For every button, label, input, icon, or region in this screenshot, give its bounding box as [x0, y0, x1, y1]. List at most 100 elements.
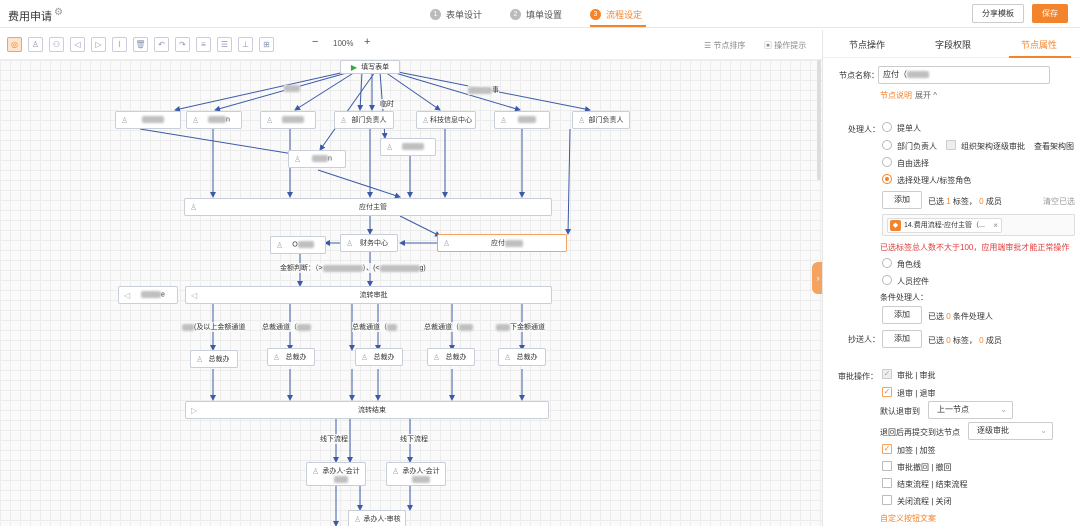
node-label: 填写表单	[361, 64, 390, 71]
merge-node-icon[interactable]: ▷	[91, 37, 106, 52]
canvas-scrollbar[interactable]	[817, 60, 821, 180]
radio-free-select[interactable]	[882, 157, 892, 167]
radio-person-control[interactable]	[882, 275, 892, 285]
zoom-in-button[interactable]: +	[364, 36, 371, 48]
chevron-down-icon: ⌄	[1040, 426, 1047, 435]
flow-node-gm[interactable]: ♙总裁办	[267, 348, 315, 366]
redacted-text	[141, 291, 162, 299]
checkbox-org-level[interactable]	[946, 140, 956, 150]
handler-label: 处理人：	[848, 125, 880, 134]
person-icon: ♙	[266, 116, 274, 125]
flow-node-gm[interactable]: ♙总裁办	[427, 348, 475, 366]
radio-dept-head[interactable]	[882, 140, 892, 150]
tab-node-operations[interactable]: 节点操作	[849, 40, 886, 50]
clear-selected-link[interactable]: 清空已选	[1043, 197, 1075, 206]
panel-collapse-handle[interactable]: ›	[812, 262, 824, 294]
flow-node-dept-head-2[interactable]: ♙部门负责人	[572, 111, 630, 129]
node-sort-button[interactable]: ☰ 节点排序	[704, 41, 746, 50]
flow-node-ap-supervisor[interactable]: ♙应付主管	[184, 198, 552, 216]
flow-node[interactable]: ♙n	[186, 111, 242, 129]
edge-label-text: g)	[419, 265, 426, 272]
operation-tips-button[interactable]: ▣ 操作提示	[764, 41, 807, 50]
redo-icon[interactable]: ↷	[175, 37, 190, 52]
default-return-select[interactable]: 上一节点⌄	[928, 401, 1013, 419]
flow-node[interactable]: ♙	[380, 138, 436, 156]
checkbox-close-flow[interactable]	[882, 495, 892, 505]
flow-node[interactable]: ♙	[115, 111, 181, 129]
distribute-icon[interactable]: ⊞	[259, 37, 274, 52]
top-header: 费用申请 ⚙ 1 表单设计 2 填单设置 3 流程设定 分享模板 保存	[0, 0, 1080, 28]
redacted-text	[334, 475, 348, 483]
radio-label: 角色线	[897, 260, 921, 269]
redacted-text	[518, 116, 536, 124]
align-left-icon[interactable]: ≡	[196, 37, 211, 52]
custom-button-text-link[interactable]: 自定义按钮文案	[880, 514, 936, 523]
share-template-button[interactable]: 分享模板	[972, 4, 1024, 23]
selected-summary: 已选 1 标签， 0 成员	[928, 196, 1002, 207]
tag-limit-warning: 已选标签总人数不大于100，应用端审批才能正常操作	[880, 243, 1070, 252]
add-condition-handler-button[interactable]: 添加	[882, 306, 922, 324]
step-fill-settings[interactable]: 2 填单设置	[510, 6, 562, 22]
tag-close-icon[interactable]: ×	[993, 221, 998, 230]
node-desc-expand[interactable]: 展开 ^	[915, 91, 937, 100]
flow-node-ap[interactable]: ♙应付	[437, 234, 567, 252]
delete-icon[interactable]: 🗑	[133, 37, 148, 52]
redacted-text	[297, 241, 314, 249]
condition-node-icon[interactable]: ◁	[70, 37, 85, 52]
align-center-icon[interactable]: ☰	[217, 37, 232, 52]
add-handler-button[interactable]: 添加	[882, 191, 922, 209]
redacted-text	[208, 116, 227, 124]
cc-members-unit: 成员	[985, 336, 1002, 345]
tab-node-properties[interactable]: 节点属性	[1021, 40, 1058, 50]
save-button[interactable]: 保存	[1032, 4, 1068, 23]
gear-icon[interactable]: ⚙	[54, 7, 63, 18]
flow-node-gm[interactable]: ♙总裁办	[190, 350, 238, 368]
edge-label-redacted	[284, 85, 300, 93]
flow-node-approve[interactable]: ◁流转审批	[185, 286, 552, 304]
flow-node-gm[interactable]: ♙总裁办	[355, 348, 403, 366]
flow-node-finance-center[interactable]: ♙财务中心	[340, 234, 398, 252]
checkbox-return[interactable]: ✓	[882, 387, 892, 397]
flow-node-gm[interactable]: ♙总裁办	[498, 348, 546, 366]
flow-node-handler-accountant[interactable]: ♙承办人-会计	[386, 462, 446, 486]
flow-node[interactable]: ♙	[494, 111, 550, 129]
flow-node-tech-center[interactable]: ♙科技信息中心	[416, 111, 476, 129]
tag-icon: ◆	[890, 220, 901, 231]
node-name-input[interactable]: 应付（	[878, 66, 1050, 84]
align-bottom-icon[interactable]: ⊥	[238, 37, 253, 52]
radio-role-line[interactable]	[882, 258, 892, 268]
person-icon: ♙	[294, 155, 302, 164]
flow-node[interactable]: ♙	[260, 111, 316, 129]
radio-submitter[interactable]	[882, 122, 892, 132]
person-node-icon[interactable]: ♙	[28, 37, 43, 52]
node-desc-link[interactable]: 节点说明	[880, 91, 912, 100]
resubmit-select[interactable]: 逐级审批⌄	[968, 422, 1053, 440]
group-node-icon[interactable]: ⚇	[49, 37, 64, 52]
checkbox-label: 加签 | 加签	[897, 446, 936, 455]
add-cc-button[interactable]: 添加	[882, 330, 922, 348]
tab-field-permissions[interactable]: 字段权限	[935, 40, 972, 50]
radio-select-role[interactable]	[882, 174, 892, 184]
flow-canvas[interactable]: ▶ 填写表单 ♙ ♙n ♙ ♙部门负责人 ♙科技信息中心 ♙ ♙部门负责人 ♙ …	[0, 60, 822, 526]
node-label: e	[161, 291, 165, 299]
flow-node-handler-accountant[interactable]: ♙承办人-会计	[306, 462, 366, 486]
redacted-text	[907, 71, 929, 79]
checkbox-withdraw[interactable]	[882, 461, 892, 471]
checkbox-addsign[interactable]: ✓	[882, 444, 892, 454]
flow-node-handler-review[interactable]: ♙承办人-审核	[348, 510, 406, 526]
connect-icon[interactable]: ⌇	[112, 37, 127, 52]
flow-node[interactable]: ♙O	[270, 236, 326, 254]
flow-node-condition[interactable]: ◁e	[118, 286, 178, 304]
step-flow-setup[interactable]: 3 流程设定	[590, 6, 642, 22]
select-tool-icon[interactable]: ◎	[7, 37, 22, 52]
person-icon: ♙	[346, 239, 354, 248]
flow-node-end[interactable]: ▷流转结束	[185, 401, 549, 419]
view-org-chart-link[interactable]: 查看架构图	[1034, 142, 1074, 151]
zoom-out-button[interactable]: −	[312, 36, 319, 48]
checkbox-end-flow[interactable]	[882, 478, 892, 488]
step-form-design[interactable]: 1 表单设计	[430, 6, 482, 22]
flow-node-dept-head[interactable]: ♙部门负责人	[334, 111, 394, 129]
undo-icon[interactable]: ↶	[154, 37, 169, 52]
flow-node[interactable]: ♙n	[288, 150, 346, 168]
flow-node-start[interactable]: ▶ 填写表单	[340, 60, 400, 74]
